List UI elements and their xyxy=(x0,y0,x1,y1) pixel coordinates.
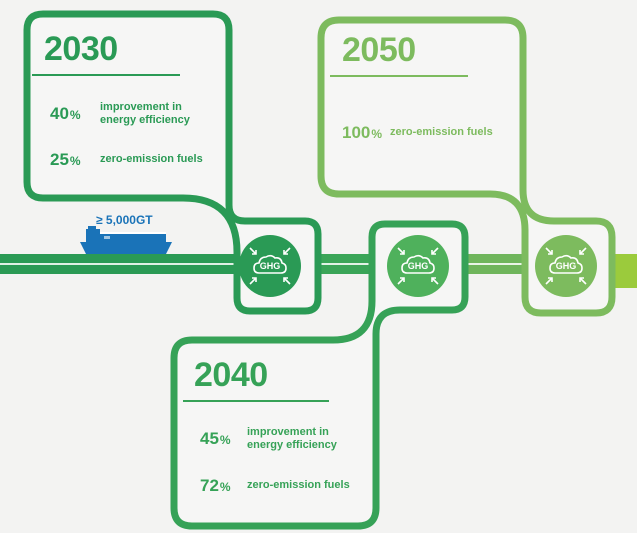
target-description: zero-emission fuels xyxy=(100,153,203,165)
target-value: 45% xyxy=(200,429,231,448)
cargo-ship-icon xyxy=(80,226,172,254)
ghg-label: GHG xyxy=(260,261,281,271)
divider xyxy=(32,74,180,76)
year-2050-heading: 2050 xyxy=(342,31,416,69)
cloud-arrows-icon xyxy=(545,247,587,285)
milestone-2050-frame xyxy=(317,16,616,317)
year-2030-heading: 2030 xyxy=(44,30,118,68)
cloud-arrows-icon xyxy=(249,247,291,285)
target-value: 40% xyxy=(50,104,81,123)
ghg-circle xyxy=(535,235,597,297)
divider xyxy=(183,400,329,402)
year-2040-heading: 2040 xyxy=(194,356,268,394)
ghg-circle xyxy=(239,235,301,297)
timeline-bar xyxy=(0,254,637,288)
ghg-node: GHG xyxy=(239,235,301,297)
target-description: zero-emission fuels xyxy=(247,479,350,491)
ghg-circle xyxy=(387,235,449,297)
timeline-end-cap xyxy=(613,254,637,288)
milestone-2040-frame xyxy=(170,220,469,530)
ghg-node: GHG xyxy=(387,235,449,297)
ghg-label: GHG xyxy=(408,261,429,271)
target-value: 25% xyxy=(50,150,81,169)
milestone-2030-frame xyxy=(23,10,322,315)
target-value: 100% xyxy=(342,123,383,142)
target-value: 72% xyxy=(200,476,231,495)
ship-size-label: ≥ 5,000GT xyxy=(96,213,153,227)
ghg-node: GHG xyxy=(535,235,597,297)
divider xyxy=(330,75,468,77)
target-description: zero-emission fuels xyxy=(390,126,493,138)
ghg-label: GHG xyxy=(556,261,577,271)
cloud-arrows-icon xyxy=(397,247,439,285)
